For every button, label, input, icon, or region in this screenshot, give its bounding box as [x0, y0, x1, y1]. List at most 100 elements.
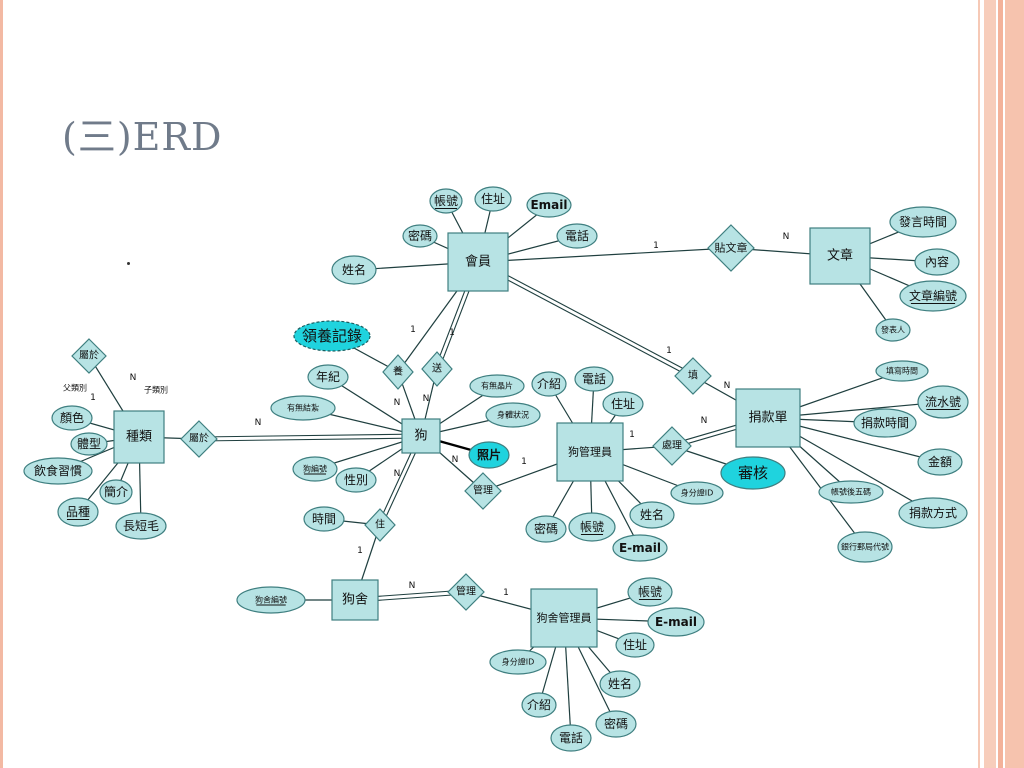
- attribute-ellipse: [23, 457, 93, 485]
- attribute-ellipse: [853, 408, 917, 438]
- attribute-ellipse: [556, 223, 598, 249]
- attribute-text: 子類別: [144, 385, 168, 395]
- relationship-live: 住: [364, 508, 396, 542]
- attribute-label: 密碼: [408, 228, 432, 243]
- attribute-label: 身分證ID: [502, 657, 535, 667]
- entity-box: [809, 227, 871, 285]
- entity-label: 狗: [414, 429, 427, 444]
- entity-label: 會員: [465, 255, 491, 270]
- attribute-ellipse: [595, 710, 637, 738]
- attribute-label: 姓名: [640, 507, 664, 522]
- attribute-ellipse: [70, 432, 108, 456]
- relationship-label: 管理: [473, 484, 493, 497]
- entity-label: 狗舍管理員: [537, 611, 592, 625]
- attribute-label: 身分證ID: [681, 488, 714, 498]
- cardinality-label: 1: [666, 346, 672, 356]
- cardinality-label: N: [255, 418, 262, 428]
- entity-label: 種類: [126, 429, 152, 445]
- attribute-km-password: 密碼: [595, 710, 637, 738]
- attribute-label: 飲食習慣: [34, 463, 82, 478]
- connection-line: [198, 433, 421, 438]
- relationship-diamond: [382, 354, 414, 390]
- attribute-k-id: 狗舍編號: [236, 586, 306, 614]
- cardinality-label: 1: [449, 328, 455, 338]
- attribute-ellipse: [914, 248, 960, 276]
- attribute-label: 金額: [928, 454, 952, 469]
- attribute-label: 審核: [738, 464, 768, 482]
- attribute-ellipse: [293, 320, 371, 352]
- attribute-label: 帳號: [638, 585, 662, 599]
- attribute-label: 帳號後五碼: [831, 487, 871, 497]
- attribute-g-ligated: 有無結紮: [270, 395, 336, 421]
- attribute-dm-idno: 身分證ID: [670, 481, 724, 505]
- entity-kennel: 狗舍: [331, 579, 379, 621]
- relationship-diamond: [364, 508, 396, 542]
- entity-kennelmgr: 狗舍管理員: [530, 588, 598, 648]
- attribute-d-donatetime: 捐款時間: [853, 408, 917, 438]
- attribute-label: 介紹: [537, 377, 561, 391]
- attribute-ellipse: [875, 360, 929, 382]
- cardinality-label: 1: [410, 325, 416, 335]
- attribute-ellipse: [525, 515, 567, 543]
- attribute-label: 體型: [77, 437, 101, 451]
- attribute-ellipse: [236, 586, 306, 614]
- cardinality-label: N: [130, 373, 137, 383]
- attribute-label: 身體狀況: [497, 410, 529, 420]
- entity-box: [530, 588, 598, 648]
- attribute-label: 時間: [312, 512, 336, 526]
- attribute-label: 介紹: [527, 698, 551, 712]
- attribute-g-id: 狗編號: [292, 456, 338, 482]
- attribute-km-idno: 身分證ID: [489, 649, 547, 675]
- entity-box: [113, 410, 165, 464]
- attribute-ellipse: [531, 371, 567, 397]
- cardinality-label: 1: [521, 457, 527, 467]
- attribute-dm-password: 密碼: [525, 515, 567, 543]
- entity-box: [556, 422, 624, 482]
- attribute-ellipse: [429, 188, 463, 214]
- attribute-ellipse: [875, 318, 911, 342]
- attribute-d-method: 捐款方式: [898, 497, 968, 529]
- cardinality-label: N: [423, 394, 430, 404]
- attribute-label: 狗舍編號: [255, 595, 287, 605]
- attribute-label: 帳號: [434, 194, 458, 208]
- erd-diagram: 會員文章捐款單狗狗管理員種類狗舍狗舍管理員貼文章填處理屬於屬於養送管理住管理帳號…: [23, 186, 969, 752]
- attribute-ellipse: [485, 402, 541, 428]
- attribute-label: 長短毛: [123, 519, 159, 533]
- attribute-km-intro: 介紹: [521, 692, 557, 718]
- cardinality-label: 1: [357, 546, 363, 556]
- cardinality-label: 1: [90, 393, 96, 403]
- attribute-b-size: 體型: [70, 432, 108, 456]
- relationship-fill: 填: [674, 357, 712, 395]
- attribute-label: 狗編號: [303, 464, 327, 474]
- attribute-label: 姓名: [608, 676, 632, 691]
- attribute-a-id: 文章編號: [899, 280, 967, 312]
- relationship-label: 住: [375, 518, 385, 531]
- attribute-b-intro: 簡介: [99, 479, 133, 505]
- attribute-a-content: 內容: [914, 248, 960, 276]
- entity-label: 狗舍: [342, 593, 368, 608]
- attribute-ellipse: [489, 649, 547, 675]
- relationship-diamond: [464, 472, 502, 510]
- relationship-handle: 處理: [652, 426, 692, 466]
- entity-breed: 種類: [113, 410, 165, 464]
- entity-label: 文章: [827, 248, 853, 264]
- attribute-ellipse: [335, 467, 377, 493]
- cardinality-label: N: [783, 232, 790, 242]
- cardinality-label: N: [394, 469, 401, 479]
- entity-member: 會員: [447, 232, 509, 292]
- attribute-ellipse: [574, 366, 614, 392]
- relationship-diamond: [707, 224, 755, 272]
- attribute-ellipse: [612, 534, 668, 562]
- attribute-ellipse: [720, 456, 786, 490]
- attribute-ellipse: [51, 405, 93, 431]
- attribute-m-account: 帳號: [429, 188, 463, 214]
- attribute-label: 填寫時間: [886, 366, 918, 376]
- relationship-adopt: 養: [382, 354, 414, 390]
- relationship-diamond: [180, 420, 218, 458]
- attribute-label: 電話: [559, 730, 583, 745]
- attribute-km-phone: 電話: [550, 724, 592, 752]
- attribute-label: 電話: [565, 228, 589, 243]
- cardinality-label: N: [724, 381, 731, 391]
- cardinality-label: 1: [653, 241, 659, 251]
- connection-line: [476, 263, 693, 379]
